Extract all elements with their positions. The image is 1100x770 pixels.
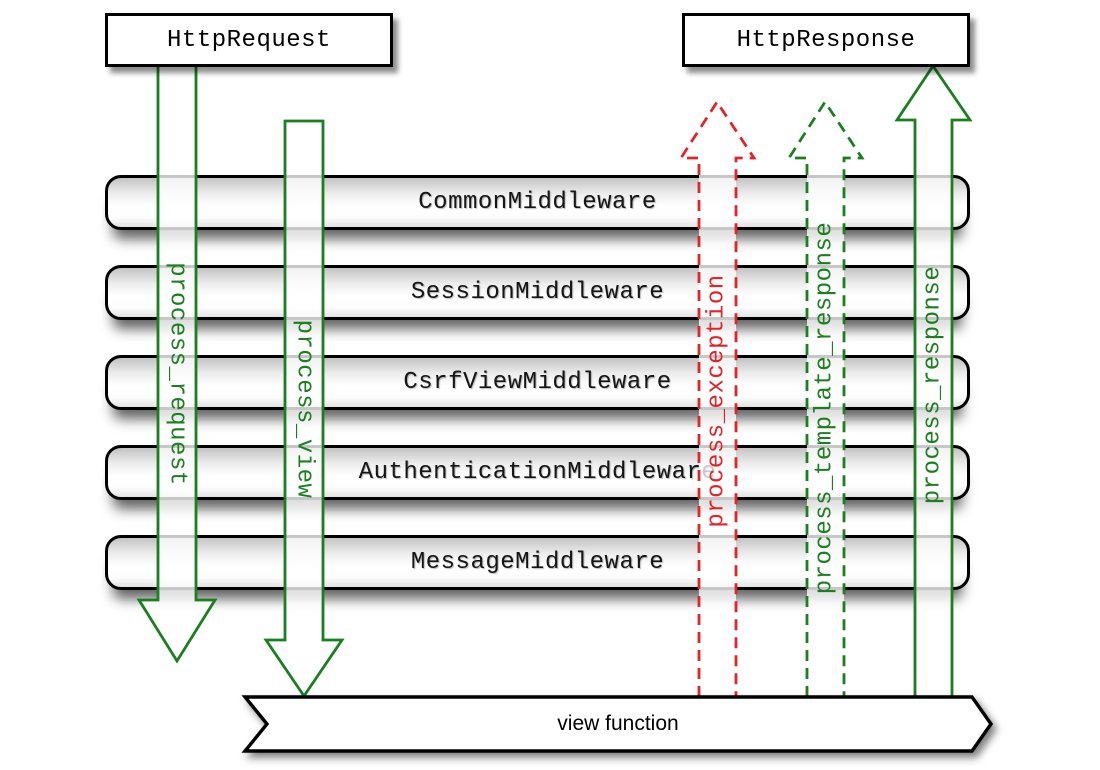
process-view-arrow	[263, 119, 345, 699]
middleware-label: AuthenticationMiddleware	[358, 459, 717, 486]
middleware-label: CsrfViewMiddleware	[403, 369, 672, 396]
http-request-label: HttpRequest	[167, 26, 331, 54]
process-template-response-label: process_template_response	[811, 221, 839, 595]
http-response-label: HttpResponse	[736, 26, 916, 54]
process-view-label: process_view	[290, 319, 318, 499]
middleware-label: MessageMiddleware	[410, 549, 665, 576]
http-response-box: HttpResponse	[682, 13, 970, 67]
view-function-banner	[241, 695, 994, 753]
process-exception-label: process_exception	[703, 274, 731, 528]
process-request-arrow	[136, 60, 218, 664]
middleware-label: CommonMiddleware	[418, 189, 657, 216]
middleware-label: SessionMiddleware	[410, 279, 665, 306]
http-request-box: HttpRequest	[105, 13, 393, 67]
process-response-label: process_response	[919, 265, 947, 505]
view-function-label: view function	[557, 712, 679, 735]
process-template-response-arrow	[786, 99, 865, 697]
process-request-label: process_request	[163, 262, 191, 486]
process-exception-arrow	[678, 99, 757, 697]
